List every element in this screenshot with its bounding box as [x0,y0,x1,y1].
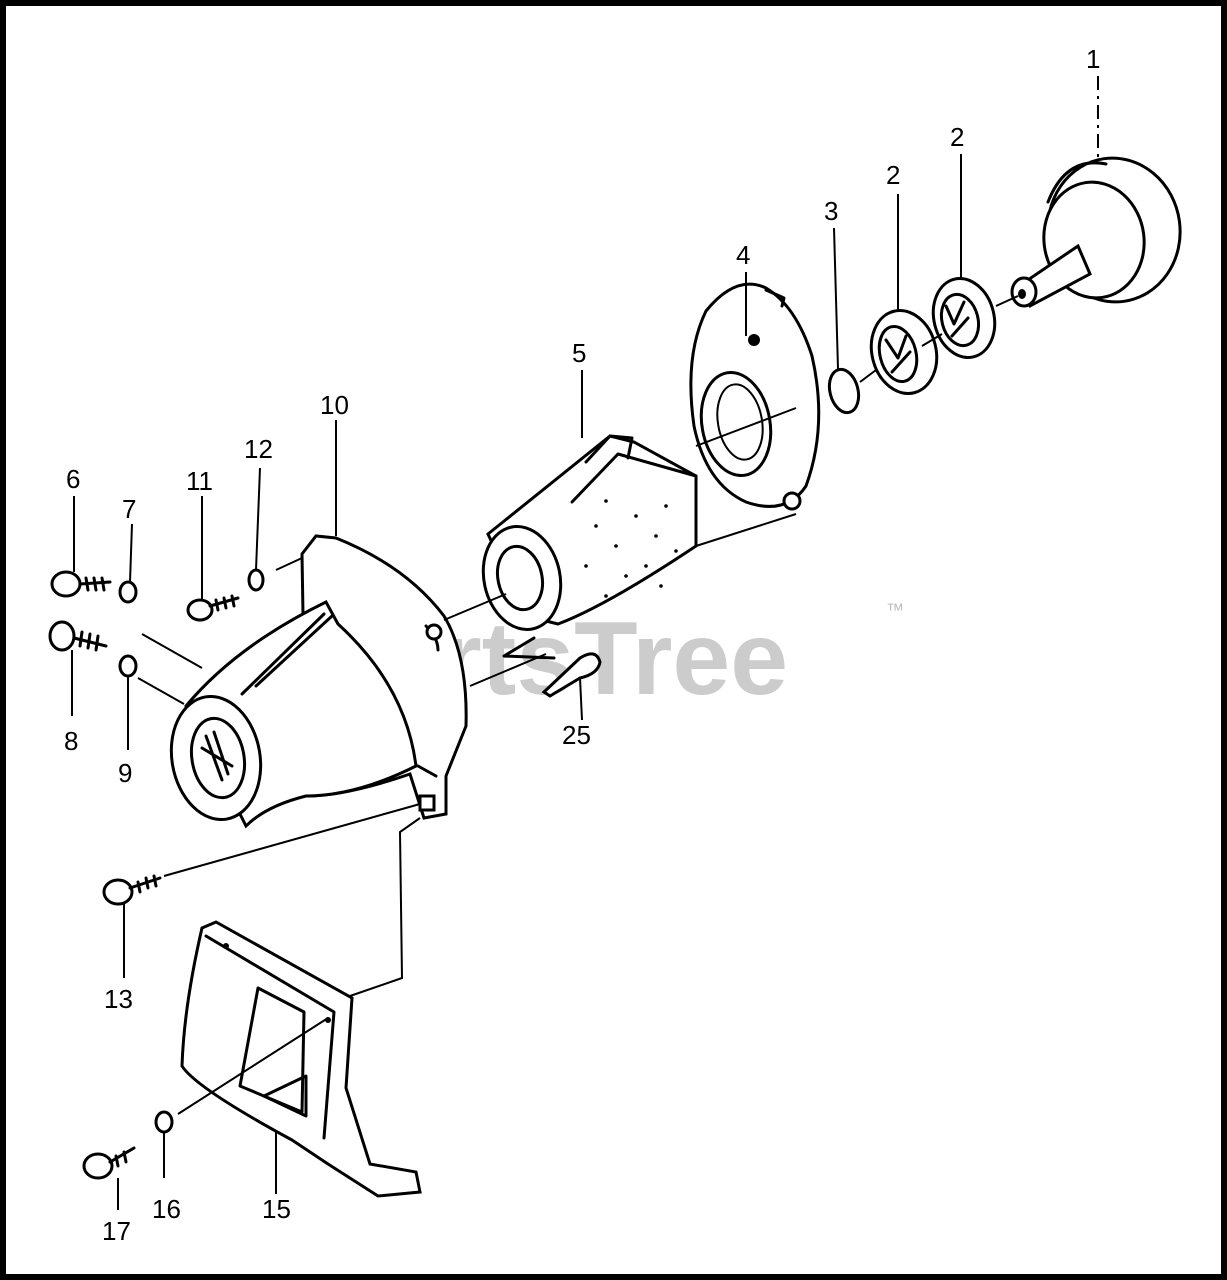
assembly-lines [71,76,1099,1210]
callout-labels: 1 2 2 3 4 5 10 12 11 6 7 8 9 25 13 15 16… [64,44,1100,1246]
part-4-bearing-housing [689,282,821,511]
callout-9: 9 [118,758,132,788]
part-6-screw [50,570,112,598]
callout-3: 3 [824,196,838,226]
callout-4: 4 [736,240,750,270]
callout-2-left: 2 [886,160,900,190]
part-8-screw [48,620,108,652]
callout-15: 15 [262,1194,291,1224]
callout-17: 17 [102,1216,131,1246]
part-7-washer [118,580,138,604]
callout-6: 6 [66,464,80,494]
callout-11: 11 [186,466,213,496]
callout-5: 5 [572,338,586,368]
part-10-gear-housing [169,534,468,829]
part-5-inner-housing [481,434,698,631]
part-11-bolt [186,594,240,622]
callout-13: 13 [104,984,133,1014]
callout-2-right: 2 [950,122,964,152]
part-17-bolt [82,1146,136,1180]
callout-25: 25 [562,720,591,750]
part-12-washer [247,568,265,592]
part-3-snap-ring [827,367,861,415]
part-1-clutch-drum [1010,156,1182,308]
part-2-bearing-left [869,309,939,395]
callout-10: 10 [320,390,349,420]
callout-7: 7 [122,494,136,524]
part-9-washer [118,654,138,678]
callout-8: 8 [64,726,78,756]
part-13-bolt [102,874,162,906]
watermark-trademark: ™ [886,600,904,620]
part-2-bearing-right [931,277,997,359]
parts-diagram: PartsTree ™ [6,6,1221,1274]
callout-1: 1 [1086,44,1100,74]
part-15-bracket [180,920,422,1198]
exploded-view-drawing: PartsTree ™ [48,44,1182,1246]
part-16-washer [154,1110,174,1134]
part-25-clip [502,636,602,698]
callout-12: 12 [244,434,273,464]
callout-16: 16 [152,1194,181,1224]
